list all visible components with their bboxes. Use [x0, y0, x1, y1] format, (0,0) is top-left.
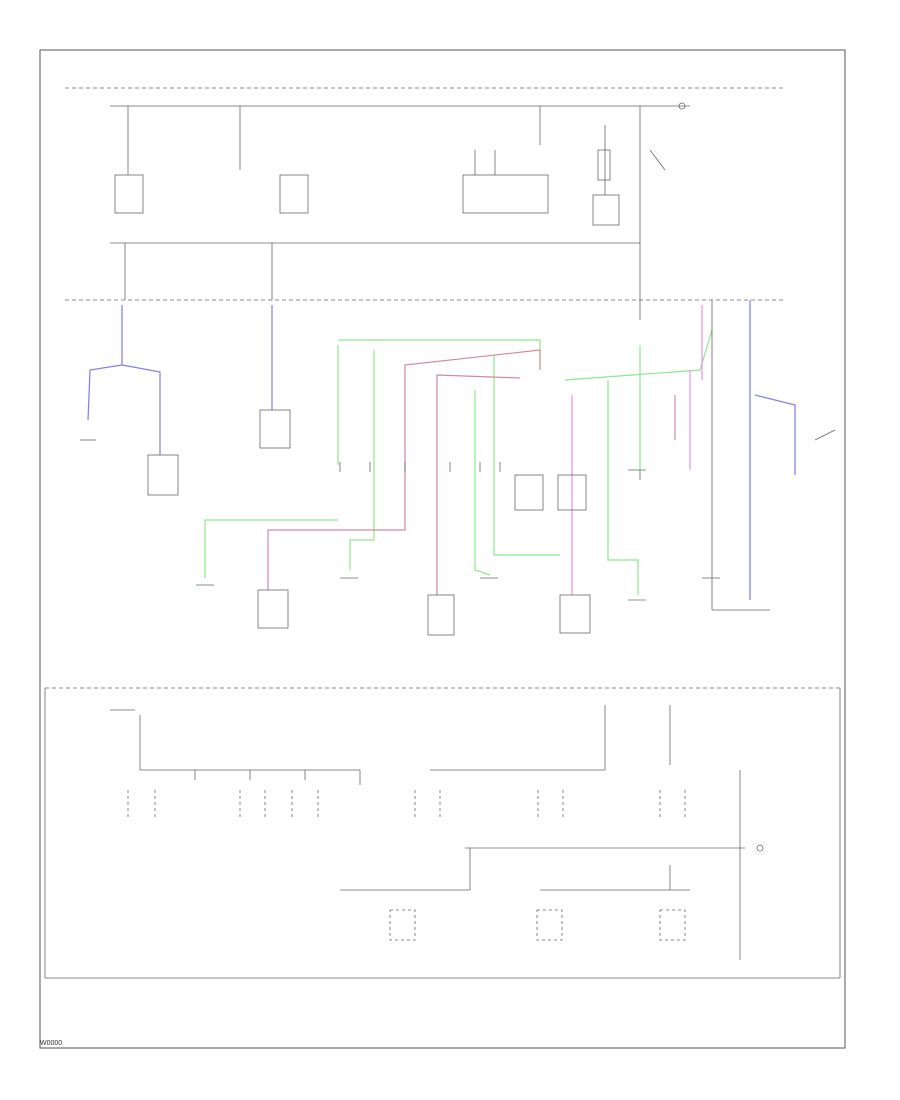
outer-frame — [39, 49, 846, 1049]
footer-code: W0000 — [40, 1040, 63, 1047]
ground-symbols — [80, 439, 720, 601]
bottom-section — [44, 687, 841, 979]
top-section — [65, 87, 785, 301]
middle-section — [87, 300, 796, 600]
middle-components — [147, 300, 836, 636]
